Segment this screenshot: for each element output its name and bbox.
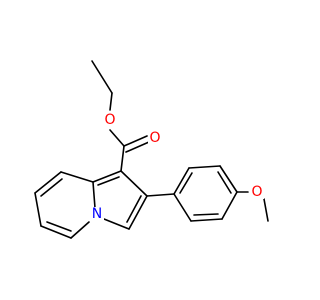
bond-carbonyl-c1 — [120, 145, 125, 172]
bond-c7-c6 — [34, 192, 42, 227]
bond-c1-c8a-inner — [97, 176, 120, 186]
methoxy-oxygen-label: O — [251, 184, 262, 200]
bond-c1-c2 — [120, 170, 148, 197]
ring-nitrogen-label: N — [92, 206, 102, 222]
carbonyl-oxygen-label: O — [149, 130, 160, 146]
carbonyl-oxygen: O — [148, 130, 162, 146]
atom-labels: O O N O — [90, 112, 264, 222]
bond-ch2-o — [109, 92, 113, 111]
chemical-structure: O O N O — [34, 60, 269, 239]
bond-ph1-ph2 — [173, 167, 190, 195]
bond-c1-c8a — [92, 170, 122, 183]
bond-c8a-c8 — [60, 171, 94, 183]
bond-o-ch3 — [263, 198, 269, 222]
bond-ph3-ph4 — [219, 165, 238, 193]
bond-c2-c3 — [128, 195, 148, 230]
bond-ph5-ph6-inner — [193, 213, 219, 216]
bond-c2-phenyl — [146, 193, 175, 197]
bond-c8-c7 — [34, 171, 62, 194]
bond-ph4-ph5 — [221, 191, 238, 220]
bond-c8-c7-inner — [40, 178, 63, 197]
bond-c2-c3-inner — [126, 195, 142, 223]
bond-c8a-n — [92, 181, 96, 209]
bond-c-o-double-b — [125, 141, 150, 153]
bond-ph6-ph1 — [173, 193, 192, 222]
bond-c-o-double-a — [123, 135, 148, 147]
methoxy-oxygen: O — [250, 184, 264, 200]
bond-ph1-ph2-inner — [179, 172, 193, 194]
bond-c6-c5 — [40, 225, 72, 239]
bond-c6-c5-inner — [46, 221, 72, 232]
bond-ph5-ph6 — [190, 218, 223, 222]
bond-ph2-ph3 — [188, 165, 221, 169]
bond-c5-n — [70, 221, 90, 239]
ether-oxygen: O — [103, 112, 117, 128]
bond-ph3-ph4-inner — [217, 171, 232, 194]
bond-o-carbonyl-c — [109, 129, 125, 147]
ether-oxygen-label: O — [104, 112, 115, 128]
bond-ch3-ch2 — [91, 60, 113, 94]
ring-nitrogen: N — [90, 206, 104, 222]
bond-lines — [34, 60, 269, 239]
bond-c3-n — [103, 218, 130, 230]
